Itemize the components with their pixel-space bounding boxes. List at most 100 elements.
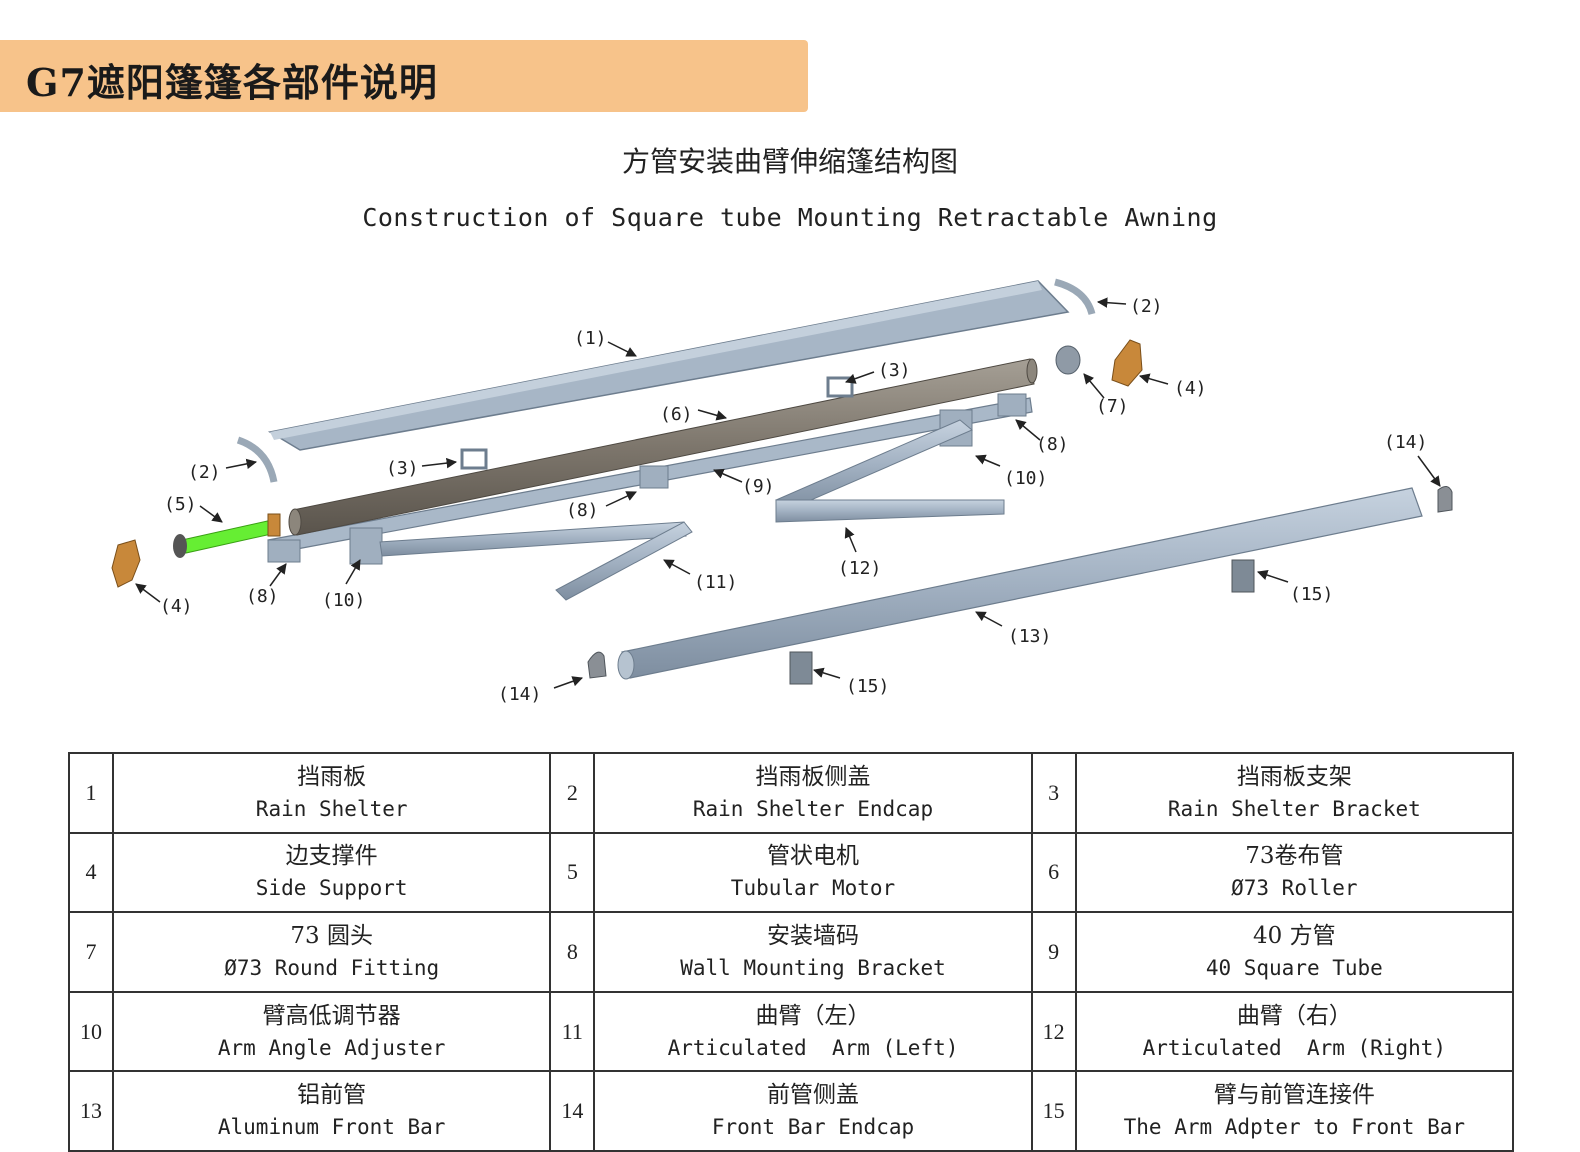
part-name-en: Wall Mounting Bracket [680, 955, 946, 980]
tubular-motor [181, 519, 277, 554]
part-name-cn: 曲臂（左） [755, 1002, 871, 1029]
aluminum-front-bar [617, 487, 1423, 680]
callout-14-right: (14) [1384, 432, 1427, 453]
callout-9: (9) [742, 476, 775, 497]
part-number: 7 [68, 911, 114, 993]
part-name-en: 40 Square Tube [1205, 955, 1383, 980]
part-name-cn: 挡雨板 [297, 763, 367, 790]
callout-6: (6) [660, 404, 693, 425]
arm-adapter-right [1231, 559, 1255, 593]
part-number: 5 [549, 831, 596, 914]
part-name-en: Ø73 Roller [1231, 876, 1358, 901]
diagram-title-en: Construction of Square tube Mounting Ret… [362, 203, 1218, 232]
callout-15-right: (15) [1290, 584, 1333, 605]
part-description: 40 方管 40 Square Tube [1074, 911, 1515, 993]
part-number: 11 [549, 990, 596, 1073]
wall-bracket-1 [267, 539, 301, 563]
motor-ring [267, 513, 281, 537]
callout-12: (12) [838, 558, 881, 579]
part-description: 边支撑件 Side Support [111, 831, 552, 914]
articulated-arm-left [379, 521, 693, 601]
part-name-en: Front Bar Endcap [711, 1115, 915, 1140]
articulated-arm-right [775, 419, 1005, 523]
part-name-en: Articulated Arm (Right) [1142, 1035, 1447, 1060]
part-name-cn: 前管侧盖 [766, 1082, 859, 1109]
part-number: 2 [549, 752, 596, 834]
part-name-cn: 臂高低调节器 [262, 1002, 401, 1029]
callout-5: (5) [164, 494, 197, 515]
part-number: 1 [68, 752, 114, 834]
part-description: 管状电机 Tubular Motor [593, 831, 1033, 914]
rain-shelter-endcap-right [1054, 278, 1096, 316]
part-name-en: Side Support [255, 876, 408, 901]
part-name-en: The Arm Adpter to Front Bar [1123, 1115, 1466, 1140]
part-name-cn: 安装墙码 [766, 922, 859, 949]
part-name-en: Rain Shelter Endcap [692, 796, 934, 821]
part-number: 10 [68, 990, 114, 1073]
callout-10-left: (10) [322, 590, 365, 611]
header-band [0, 40, 808, 112]
diagram-title-cn: 方管安装曲臂伸缩篷结构图 [621, 145, 958, 178]
part-name-cn: 挡雨板侧盖 [755, 763, 871, 790]
part-number: 9 [1030, 911, 1077, 993]
arm-angle-adjuster-left [349, 527, 383, 565]
part-name-en: Arm Angle Adjuster [217, 1035, 446, 1060]
callout-3-right: (3) [878, 360, 911, 381]
part-name-en: Rain Shelter Bracket [1167, 796, 1421, 821]
page-title: G7遮阳篷篷各部件说明 [26, 60, 438, 105]
part-name-en: Tubular Motor [730, 876, 896, 901]
wall-bracket-2 [639, 465, 669, 489]
part-number: 6 [1030, 831, 1077, 914]
rain-shelter-endcap-left [236, 436, 278, 483]
part-name-cn: 铝前管 [297, 1082, 367, 1109]
part-number: 3 [1030, 752, 1077, 834]
part-name-cn: 40 方管 [1253, 922, 1336, 949]
part-name-en: Rain Shelter [255, 796, 408, 821]
callout-labels: (1) (2) (2) (3) (3) (4) (4) (5) (6) (7) … [160, 296, 1427, 705]
part-description: 曲臂（右） Articulated Arm (Right) [1074, 990, 1515, 1073]
part-name-cn: 边支撑件 [285, 843, 378, 870]
motor-head [173, 534, 187, 558]
parts-table: 1 挡雨板 Rain Shelter 2 挡雨板侧盖 Rain Shelter Endca… [68, 752, 1515, 1152]
part-name-cn: 管状电机 [766, 843, 859, 870]
part-name-cn: 曲臂（右） [1236, 1002, 1352, 1029]
part-description: 曲臂（左）Articulated Arm (Left) [593, 990, 1033, 1073]
callout-2-left: (2) [188, 462, 221, 483]
rain-shelter-bracket-right [826, 376, 854, 398]
part-number: 4 [68, 831, 114, 914]
roller [288, 358, 1038, 536]
part-description: 安装墙码 Wall Mounting Bracket [593, 911, 1033, 993]
part-description: 臂高低调节器 Arm Angle Adjuster [111, 990, 552, 1073]
callout-4-left: (4) [160, 596, 193, 617]
callout-arrows [135, 297, 1441, 689]
part-name-cn: 臂与前管连接件 [1213, 1082, 1375, 1109]
part-number: 8 [549, 911, 596, 993]
part-name-cn: 挡雨板支架 [1236, 763, 1352, 790]
callout-11: (11) [694, 572, 737, 593]
part-description: 挡雨板侧盖 Rain Shelter Endcap [593, 752, 1033, 834]
arm-adapter-left [789, 651, 813, 685]
callout-3-left: (3) [386, 458, 419, 479]
side-support-left [111, 539, 141, 588]
callout-7: (7) [1096, 396, 1129, 417]
callout-14-left: (14) [498, 684, 541, 705]
table-row: 1 挡雨板 Rain Shelter 2 挡雨板侧盖 Rain Shelter Endca… [68, 752, 1515, 834]
callout-8-left: (8) [246, 586, 279, 607]
part-name-en: Ø73 Round Fitting [224, 955, 440, 980]
wall-bracket-3 [997, 393, 1027, 417]
callout-10-right: (10) [1004, 468, 1047, 489]
callout-15-left: (15) [846, 676, 889, 697]
part-description: 前管侧盖 Front Bar Endcap [593, 1070, 1033, 1152]
rain-shelter-bracket-left [460, 448, 488, 470]
callout-1: (1) [574, 328, 607, 349]
part-number: 13 [68, 1070, 114, 1152]
awning-exploded-diagram: (1) (2) (2) (3) (3) (4) (4) (5) (6) (7) … [111, 278, 1453, 705]
callout-13: (13) [1008, 626, 1051, 647]
